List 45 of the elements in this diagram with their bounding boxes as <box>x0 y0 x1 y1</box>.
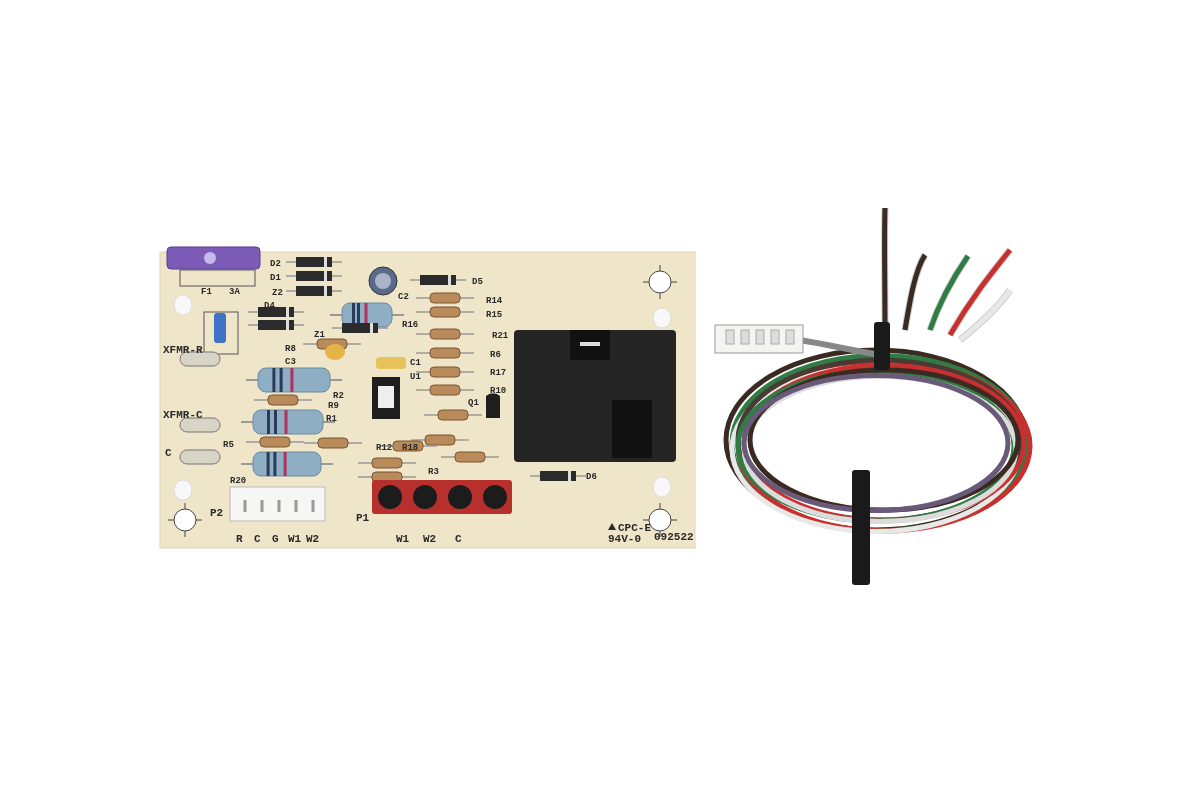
silkscreen-label: XFMR-C <box>163 409 203 421</box>
silkscreen-label: D6 <box>586 472 597 482</box>
silkscreen-label: XFMR-R <box>163 344 203 356</box>
silkscreen-label: R20 <box>230 476 247 486</box>
silkscreen-label: W1 <box>396 533 410 545</box>
silkscreen-label: Z1 <box>314 330 325 340</box>
silkscreen-label: C <box>165 447 172 459</box>
silkscreen-label: W2 <box>423 533 437 545</box>
silkscreen-label: D5 <box>472 277 483 287</box>
silkscreen-label: C3 <box>285 357 296 367</box>
silkscreen-label: 94V-0 <box>608 533 641 545</box>
silkscreen-label: R <box>236 533 243 545</box>
silkscreen-label: R15 <box>486 310 503 320</box>
silkscreen-label: U1 <box>410 372 421 382</box>
silkscreen-label: C1 <box>410 358 421 368</box>
silkscreen-label: D1 <box>270 273 281 283</box>
silkscreen-label: C <box>455 533 462 545</box>
silkscreen-label: R5 <box>223 440 234 450</box>
silkscreen-label: R3 <box>428 467 439 477</box>
silkscreen-label: W1 <box>288 533 302 545</box>
silkscreen-label: R21 <box>492 331 509 341</box>
silkscreen-label: P1 <box>356 512 370 524</box>
silkscreen-label: F1 <box>201 287 212 297</box>
silkscreen-label: R16 <box>402 320 419 330</box>
silkscreen-label: Z2 <box>272 288 283 298</box>
silkscreen-label: G <box>272 533 279 545</box>
silkscreen-label: R10 <box>490 386 507 396</box>
silkscreen-label: R9 <box>328 401 339 411</box>
silkscreen-label: C2 <box>398 292 409 302</box>
silkscreen-label: R18 <box>402 443 419 453</box>
silkscreen-label: Q1 <box>468 398 479 408</box>
silkscreen-label: C <box>254 533 261 545</box>
silkscreen-label: 092522 <box>654 531 694 543</box>
silkscreen-label: R12 <box>376 443 393 453</box>
silkscreen-label: W2 <box>306 533 320 545</box>
silkscreen-label: P2 <box>210 507 224 519</box>
silkscreen-label: R6 <box>490 350 501 360</box>
silkscreen-label: R17 <box>490 368 507 378</box>
silkscreen-label: R14 <box>486 296 503 306</box>
silkscreen-label: R1 <box>326 414 337 424</box>
silkscreen-label: R2 <box>333 391 344 401</box>
silkscreen-label: D2 <box>270 259 281 269</box>
silkscreen-label: R8 <box>285 344 296 354</box>
silkscreen-label: 3A <box>229 287 240 297</box>
silkscreen-label: CPC-E <box>618 522 651 534</box>
